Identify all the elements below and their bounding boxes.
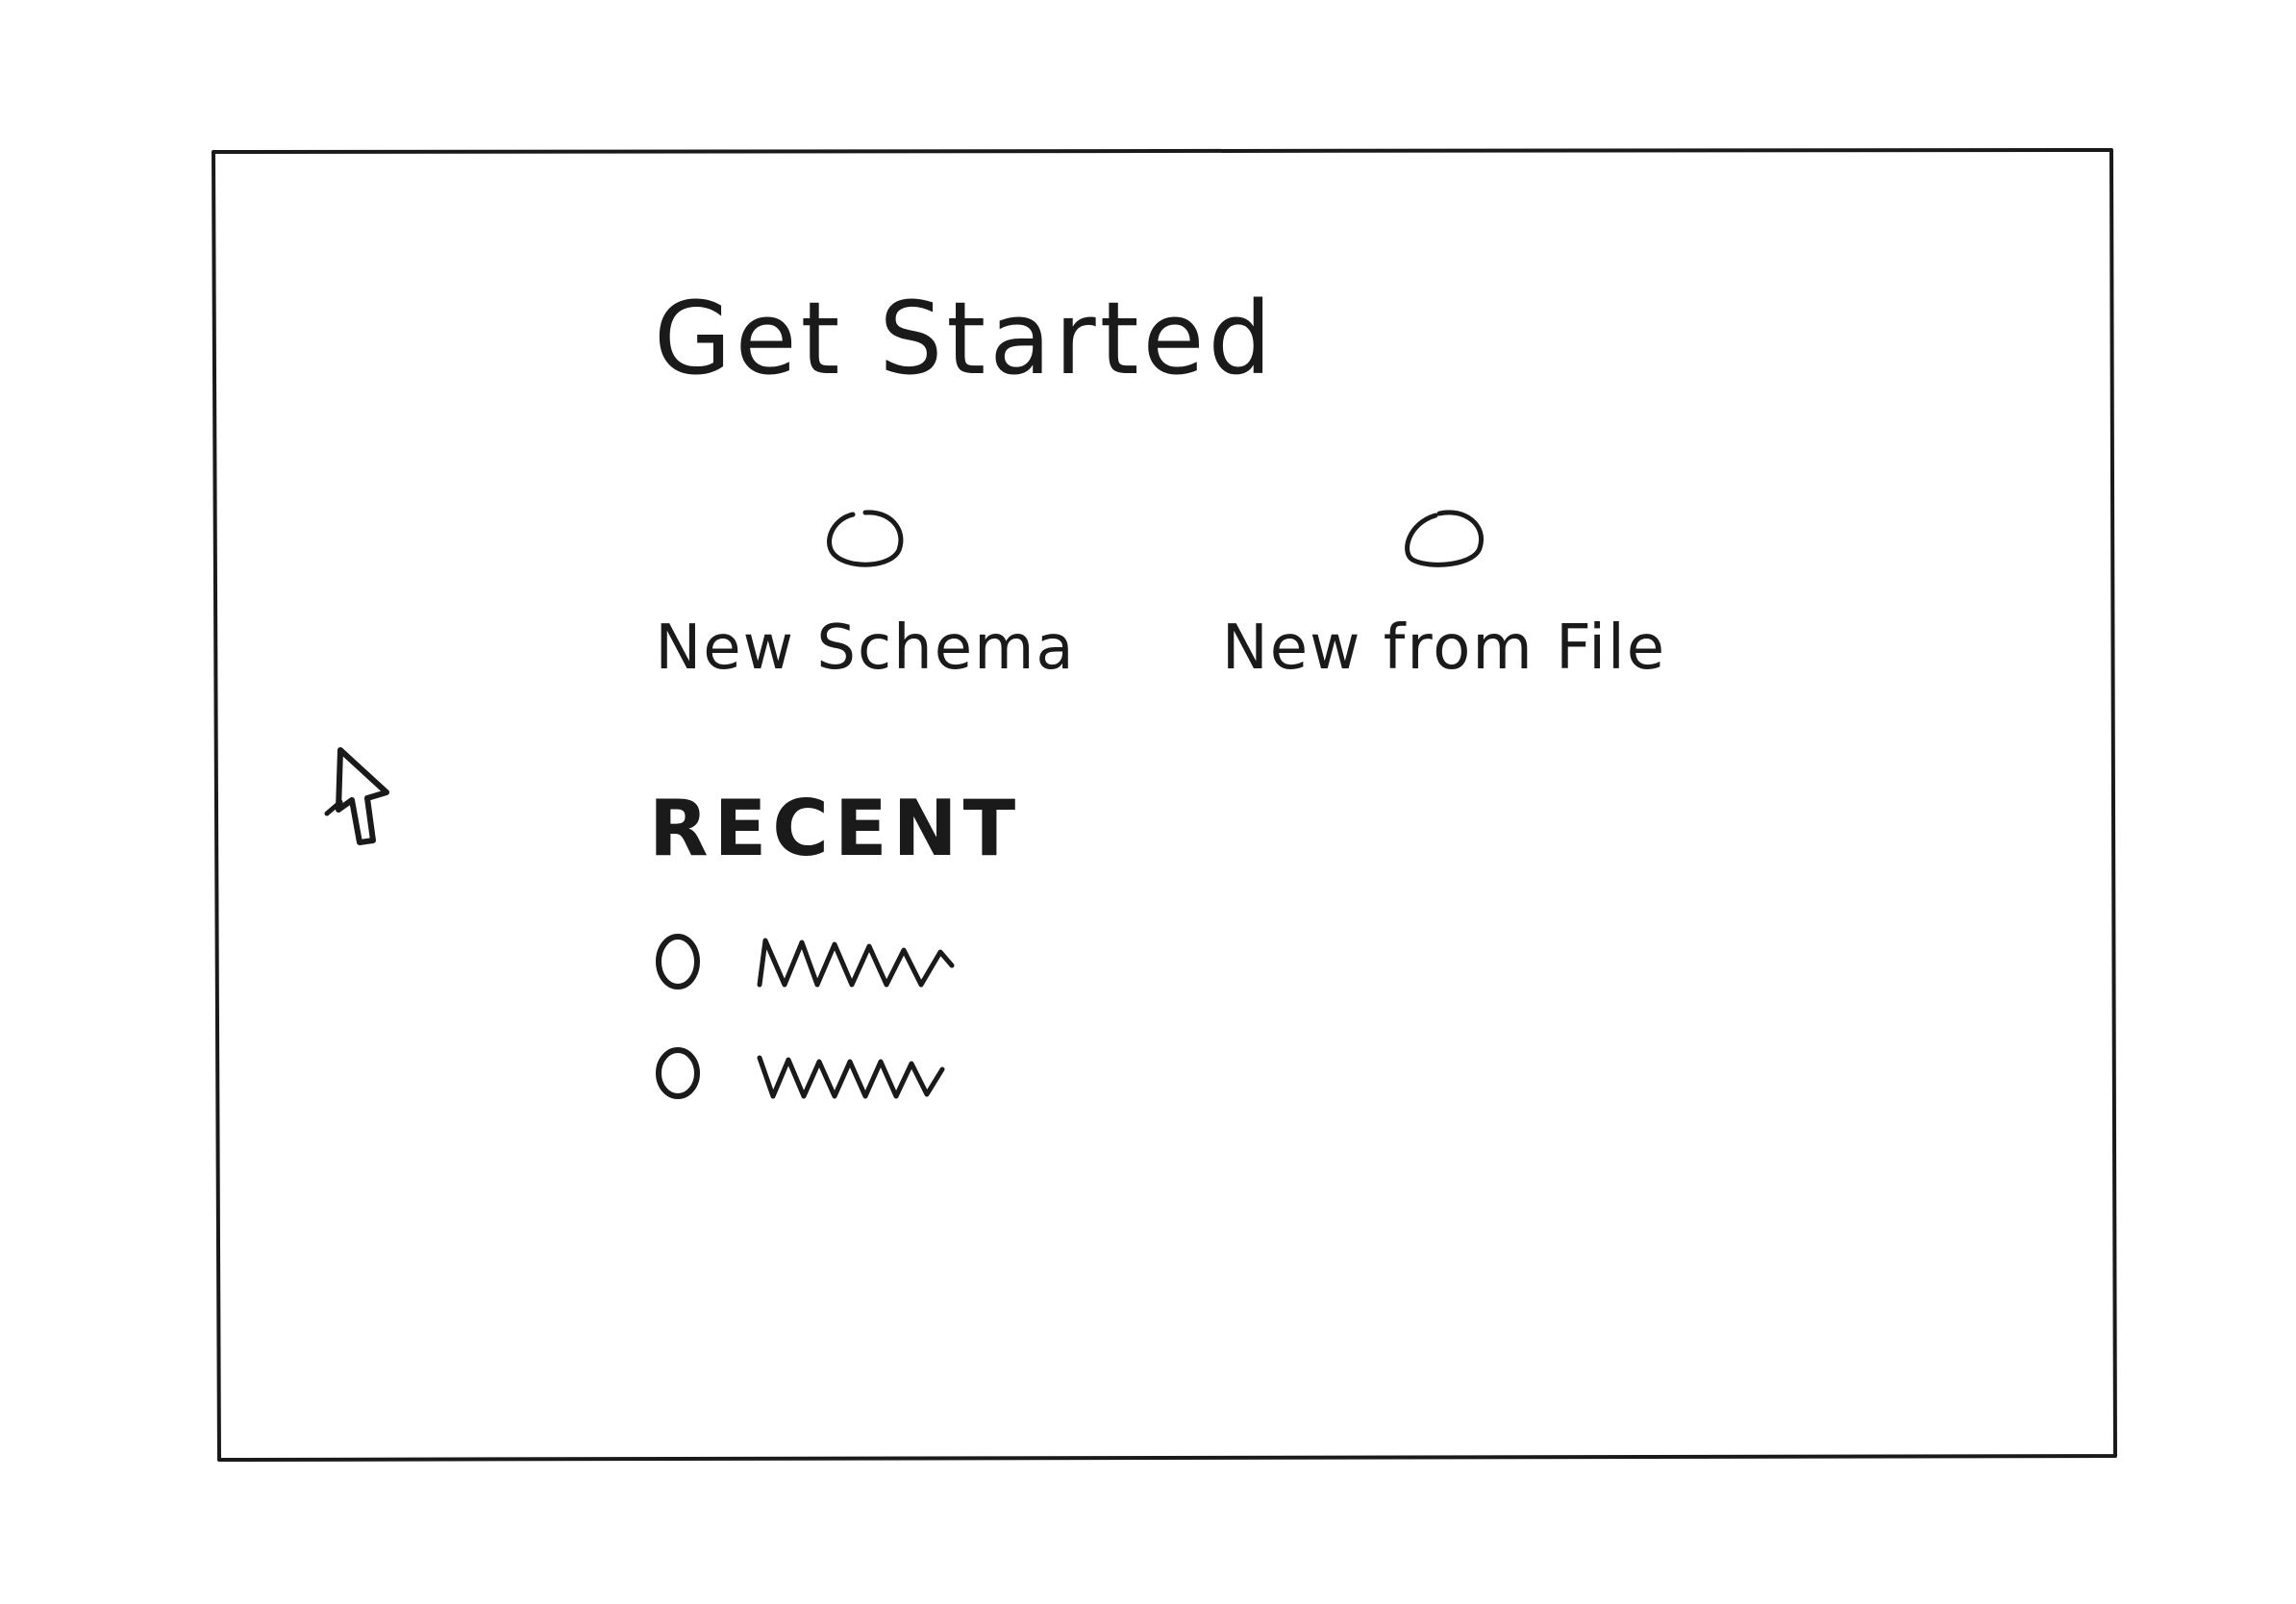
page-title: Get Started — [654, 280, 1276, 397]
recent-heading: RECENT — [649, 784, 1022, 873]
file-icon — [656, 1047, 700, 1099]
new-from-file-icon — [1405, 510, 1484, 567]
file-icon — [656, 934, 700, 990]
recent-item-name-placeholder — [757, 938, 955, 988]
recent-item-name-placeholder — [757, 1055, 945, 1099]
recent-item[interactable] — [654, 1042, 958, 1104]
new-schema-label: New Schema — [655, 613, 1076, 684]
new-schema-icon — [827, 510, 904, 567]
recent-item[interactable] — [654, 931, 958, 992]
new-from-file-button[interactable]: New from File — [1213, 508, 1675, 679]
new-schema-button[interactable]: New Schema — [654, 508, 1077, 679]
recent-list — [654, 931, 958, 1154]
mouse-pointer-icon — [324, 747, 389, 845]
new-from-file-label: New from File — [1221, 613, 1667, 684]
